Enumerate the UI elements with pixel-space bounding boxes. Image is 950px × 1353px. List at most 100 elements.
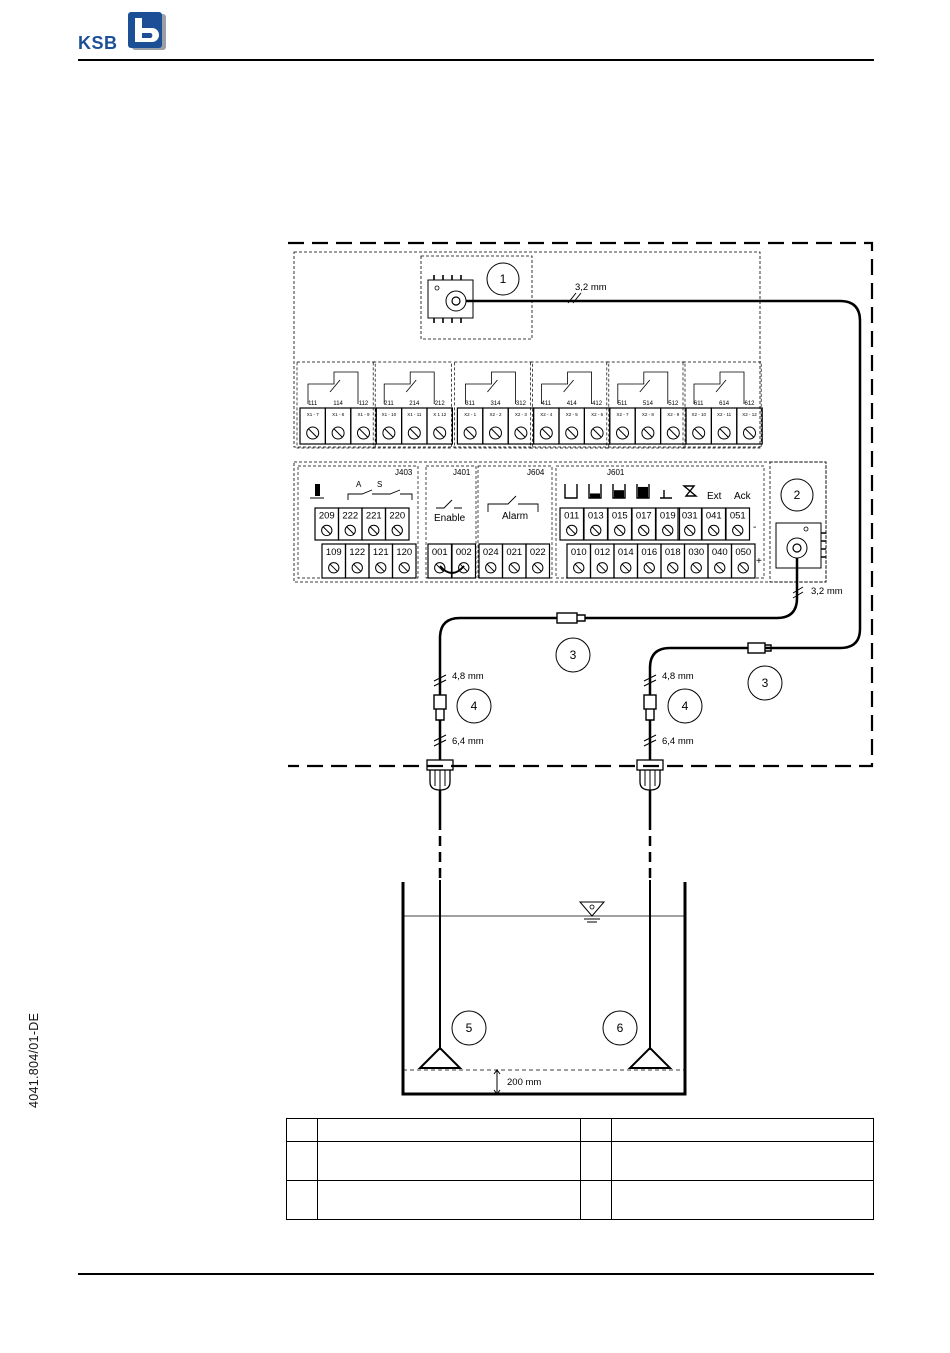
relay-number: 211: [384, 401, 394, 407]
legend-cell: [286, 1118, 318, 1142]
alarm-contact-symbol: [487, 495, 539, 512]
enable-jumper: [439, 565, 465, 574]
relay-number: 111: [308, 401, 318, 407]
terminal-109: 109: [321, 543, 347, 579]
svg-text:X2 - 10: X2 - 10: [691, 412, 706, 417]
group-s: S: [377, 480, 382, 489]
svg-text:002: 002: [456, 547, 472, 558]
terminal-012: 012: [589, 543, 615, 579]
svg-text:X2 - 4: X2 - 4: [540, 412, 553, 417]
terminal-024: 024: [478, 543, 504, 579]
terminal-209: 209: [314, 507, 340, 541]
relay-number: 311: [465, 401, 475, 407]
callout-5: 5: [466, 1021, 473, 1035]
svg-text:018: 018: [665, 547, 681, 558]
relay-number: 511: [618, 401, 628, 407]
label-alarm: Alarm: [502, 511, 528, 522]
relay-number: 612: [744, 401, 755, 407]
svg-text:X2 - 3: X2 - 3: [515, 412, 528, 417]
terminal-015: 015: [607, 507, 633, 541]
svg-text:019: 019: [660, 511, 676, 522]
cable-label-right-lower: 6,4 mm: [662, 736, 694, 747]
relay-terminal: X2 - 12 612: [736, 401, 763, 445]
terminal-013: 013: [583, 507, 609, 541]
relay-number: 312: [516, 401, 527, 407]
svg-text:X1 - 10: X1 - 10: [382, 412, 397, 417]
tank-depth-label: 200 mm: [507, 1077, 541, 1088]
terminal-group-frame: [297, 465, 419, 579]
relay-number: 412: [592, 401, 603, 407]
svg-text:209: 209: [319, 511, 335, 522]
cable-label-left-lower: 6,4 mm: [452, 736, 484, 747]
svg-text:013: 013: [588, 511, 604, 522]
terminal-group-frame: [555, 465, 765, 579]
legend-cell: [610, 1118, 874, 1142]
terminal-016: 016: [636, 543, 662, 579]
cable-label-right-upper: 4,8 mm: [662, 671, 694, 682]
svg-text:X2 - 1: X2 - 1: [464, 412, 477, 417]
hourglass-icon: [682, 485, 698, 497]
group-j401: J401: [453, 468, 471, 477]
svg-text:051: 051: [730, 511, 746, 522]
cable-label-left-upper: 4,8 mm: [452, 671, 484, 682]
enable-switch-symbol: [436, 499, 462, 509]
label-ext: Ext: [707, 491, 722, 502]
voltage-icon: [660, 490, 672, 499]
legend-row: [286, 1141, 874, 1181]
svg-text:X2 - 5: X2 - 5: [566, 412, 579, 417]
legend-row: [286, 1118, 874, 1142]
terminal-030: 030: [683, 543, 709, 579]
group-j403: J403: [395, 468, 413, 477]
svg-text:X2 - 8: X2 - 8: [642, 412, 655, 417]
svg-text:X2 - 12: X2 - 12: [742, 412, 757, 417]
relay-number: 114: [333, 401, 343, 407]
group-a: A: [356, 480, 362, 489]
svg-text:024: 024: [483, 547, 499, 558]
logo-mark-icon: [128, 12, 166, 50]
terminal-017: 017: [631, 507, 657, 541]
svg-text:040: 040: [712, 547, 728, 558]
level-symbols: [310, 484, 698, 499]
svg-text:X1 - 8: X1 - 8: [332, 412, 345, 417]
relay-contact-outline: [372, 361, 452, 449]
probe-icon: [310, 484, 324, 499]
legend-cell: [579, 1118, 612, 1142]
legend-table: [286, 1118, 874, 1220]
svg-text:109: 109: [326, 547, 342, 558]
svg-text:012: 012: [594, 547, 610, 558]
callout-2: 1: [500, 272, 507, 286]
svg-text:X2 - 7: X2 - 7: [616, 412, 629, 417]
relay-terminal: X2 - 7 511: [609, 401, 636, 445]
legend-cell: [286, 1141, 318, 1181]
svg-text:122: 122: [349, 547, 365, 558]
level-cup-icon: [564, 484, 578, 499]
polarity-plus: +: [756, 556, 762, 567]
relay-number: 414: [567, 401, 578, 407]
svg-text:031: 031: [682, 511, 698, 522]
relay-number: 614: [719, 401, 730, 407]
level-cup-icon: [636, 484, 650, 499]
svg-text:010: 010: [571, 547, 587, 558]
svg-text:X1 - 7: X1 - 7: [307, 412, 320, 417]
terminal-121: 121: [368, 543, 394, 579]
terminal-222: 222: [337, 507, 363, 541]
relay-number: 112: [359, 401, 369, 407]
callout-3b: 3: [762, 676, 769, 690]
label-enable: Enable: [434, 513, 466, 524]
svg-text:021: 021: [506, 547, 522, 558]
legend-cell: [579, 1141, 612, 1181]
relay-number: 214: [409, 401, 420, 407]
relay-terminal: X2 - 1 311: [456, 401, 484, 445]
terminal-010: 010: [566, 543, 592, 579]
svg-text:050: 050: [735, 547, 751, 558]
